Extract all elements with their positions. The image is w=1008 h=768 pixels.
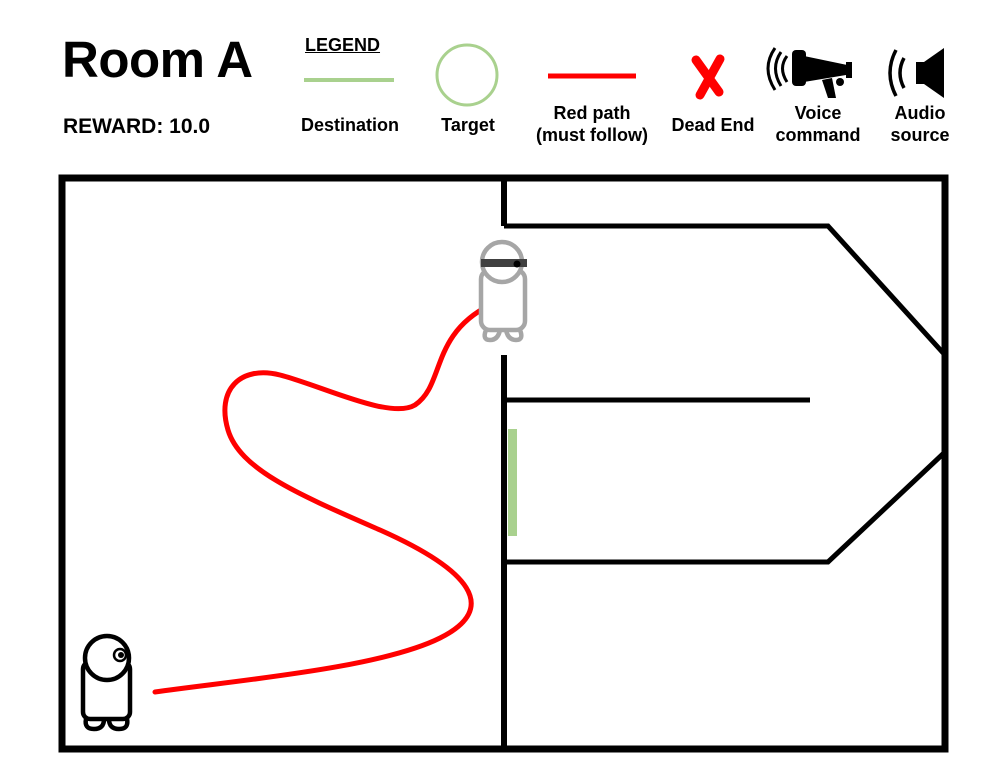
reward-display: REWARD: 10.0 <box>63 116 210 137</box>
reward-value: 10.0 <box>169 115 211 138</box>
legend-label-audio-line1: Audio <box>894 103 946 123</box>
legend-label-target: Target <box>441 115 495 135</box>
speaker-icon <box>888 48 944 98</box>
legend-label-voice-line1: Voice <box>794 103 842 123</box>
legend-label-dead-end: Dead End <box>671 115 755 135</box>
room-title: Room A <box>62 31 253 88</box>
target-figure <box>478 239 528 343</box>
legend-label-audio-line2: source <box>890 125 950 145</box>
corridor-wall-bottom <box>504 450 947 565</box>
map-walls <box>58 174 949 753</box>
reward-label: REWARD: <box>63 115 164 138</box>
legend-label-red-path-line2: (must follow) <box>536 125 648 145</box>
legend-label-destination: Destination <box>300 115 399 135</box>
legend-label-voice-line2: command <box>775 125 861 145</box>
red-path <box>152 302 493 695</box>
destination-marker <box>508 429 517 536</box>
legend-label-red-path: Red path (must follow) <box>522 102 662 146</box>
agent-figure <box>80 633 133 732</box>
corridor-wall-top <box>504 223 947 357</box>
legend-label-audio-source: Audio source <box>874 102 966 146</box>
megaphone-icon <box>766 47 852 98</box>
x-mark-icon <box>691 54 725 100</box>
legend-label-red-path-line1: Red path <box>553 103 631 123</box>
legend-label-voice-command: Voice command <box>760 102 876 146</box>
target-legend-circle <box>435 43 499 107</box>
legend-heading: LEGEND <box>305 35 381 55</box>
